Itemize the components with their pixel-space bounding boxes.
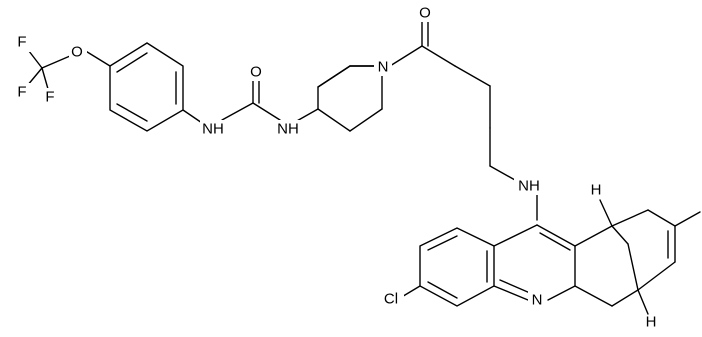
bic-a [574,225,613,247]
atom-nh-urea-left: NH [202,121,224,138]
bond-layer [21,21,701,315]
bond-chain-1 [421,45,456,67]
bond-h-bottom [637,289,649,315]
atom-o-urea: O [250,64,262,81]
atom-o-amide: O [419,5,431,22]
bic-f [611,289,639,307]
phenyl-ring-1 [109,42,184,132]
acr-mid-b-double [539,232,571,251]
atom-cl: Cl [384,291,398,308]
atom-nh-amine: NH [518,178,540,195]
bic-bridge-b [627,243,639,291]
atom-n-acridine: N [532,292,543,309]
acr-mid-d [547,285,576,301]
bond-methyl [674,211,701,227]
piperidine-bond-a [317,108,351,132]
bic-bridge-a [611,225,629,245]
bond-chain-2 [454,65,491,87]
bic-c [647,209,676,227]
bond-chain-nh [489,165,516,181]
bond-h-top [599,199,613,227]
atom-f2: F [17,84,26,101]
piperidine-bond-d [317,65,351,88]
acr-left-double-b [427,281,458,299]
atom-nh-urea-right: NH [277,121,299,138]
atom-h-bottom: H [646,314,657,331]
atom-f3: F [45,89,54,106]
acridine-left-ring [419,227,495,307]
acr-left-double-a [427,235,458,251]
bond-o-ether-ring [83,49,111,67]
atom-label-layer: F F F O O NH NH N O NH Cl N H H [13,4,656,331]
bond-n-carbonyl [389,45,423,67]
atom-n-piperidine: N [378,59,389,76]
acr-mid-e-double [499,279,531,294]
bic-e [637,261,676,291]
acr-mid-a [493,224,538,247]
acr-mid-b [536,224,576,247]
bic-b [611,209,649,227]
bic-g [574,285,613,307]
bond-c-o-ether-left [41,55,71,69]
acr-mid-e [493,285,529,301]
phenyl-1-double-a [116,52,148,73]
piperidine-bond-b [349,108,383,132]
bond-c-nh-right [252,102,281,121]
atom-f1: F [17,34,26,51]
phenyl-1-double-c [116,103,148,122]
atom-h-top: H [591,182,602,199]
atom-o-ether: O [71,44,83,61]
piperidine-top [317,65,381,110]
bond-nh-piperidine [294,108,319,123]
bond-nh-c-urea [221,102,254,121]
